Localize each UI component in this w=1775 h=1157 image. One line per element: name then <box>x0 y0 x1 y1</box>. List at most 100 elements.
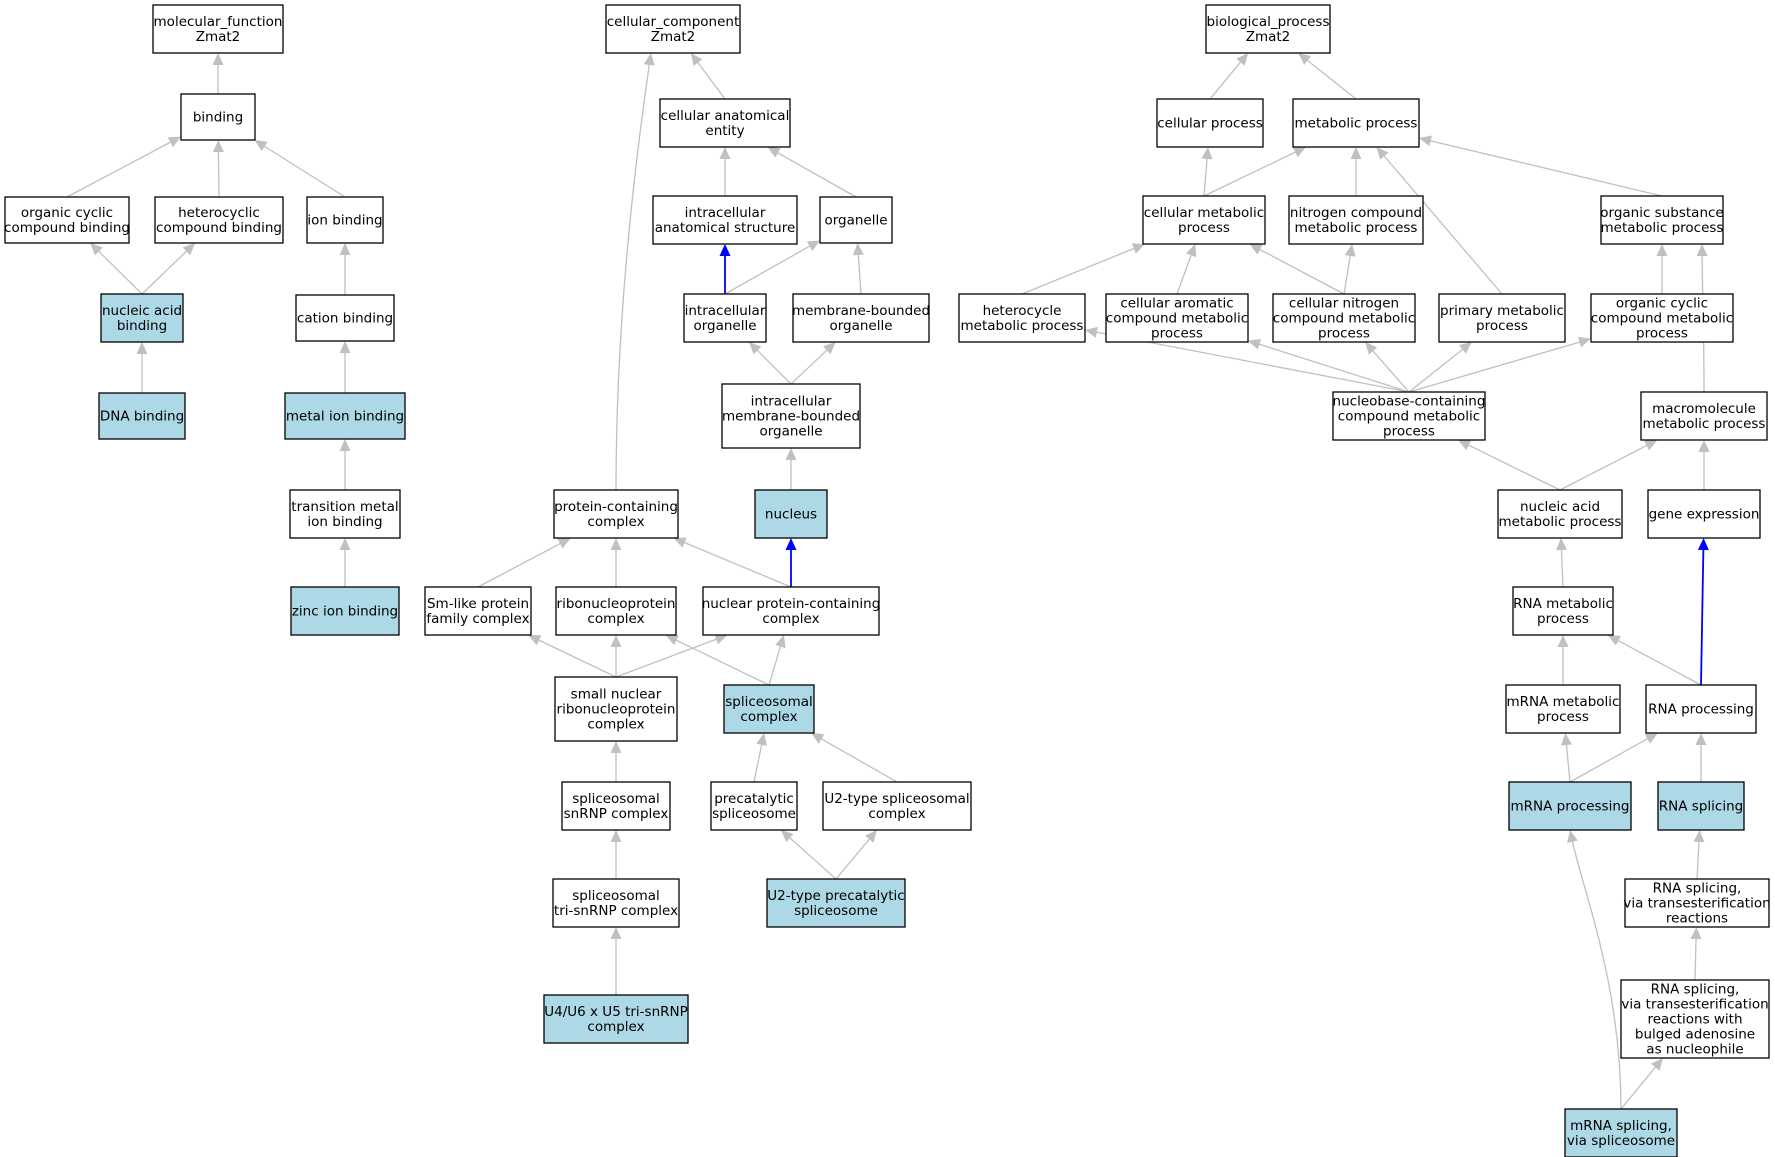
edge-line <box>1408 348 1464 393</box>
term-label-line: anatomical structure <box>655 220 796 236</box>
arrowhead-icon <box>136 342 148 354</box>
edge-rna_spl_bulged-to-rna_spl_trans <box>1690 927 1702 981</box>
arrowhead-icon <box>610 741 622 753</box>
edge-prim_met-to-met_proc <box>1376 147 1503 295</box>
edge-rna_proc-to-rna_met <box>1607 635 1702 686</box>
term-label-line: biological_process <box>1207 14 1330 30</box>
edge-dna_bind-to-nuc_acid_bind <box>136 342 148 393</box>
edge-line <box>1258 343 1410 393</box>
edge-cell_met-to-cell_proc <box>1201 147 1213 197</box>
edge-line <box>1560 548 1564 588</box>
term-label-line: process <box>1178 220 1230 236</box>
term-label-line: metabolic process <box>1295 220 1418 236</box>
edge-line <box>1209 61 1242 100</box>
edge-u2_spl-to-spl_cx <box>811 733 898 783</box>
term-box <box>819 196 893 244</box>
edge-na_met-to-macro_met <box>1559 440 1658 491</box>
edge-line <box>1176 254 1193 295</box>
arrowhead-icon <box>643 53 655 66</box>
term-label-line: nucleic acid <box>102 303 182 319</box>
go-term-nucleus: nucleus <box>754 489 828 539</box>
term-label-line: protein-containing <box>554 499 678 515</box>
go-term-organelle: organelle <box>819 196 893 244</box>
arrowhead-icon <box>719 147 731 159</box>
go-term-zinc: zinc ion binding <box>290 586 400 636</box>
term-label-line: entity <box>705 123 744 139</box>
edge-line <box>1203 157 1208 197</box>
arrowhead-icon <box>1693 830 1705 843</box>
edge-line <box>141 250 188 295</box>
term-box <box>1640 391 1768 441</box>
term-label-line: ion binding <box>307 213 382 229</box>
edge-nuc_acid_bind-to-hetero_bind <box>141 243 196 295</box>
arrowhead-icon <box>1560 733 1572 746</box>
edge-line <box>776 151 857 198</box>
edge-line <box>1467 444 1561 491</box>
term-label-line: spliceosome <box>712 806 796 822</box>
term-label-line: primary metabolic <box>1440 303 1564 319</box>
term-box <box>554 676 678 742</box>
term-label-line: complex <box>740 709 797 725</box>
term-label-line: organelle <box>759 424 822 440</box>
term-label-line: ion binding <box>307 514 382 530</box>
term-label-line: cellular aromatic <box>1120 296 1233 312</box>
term-label-line: RNA splicing <box>1659 799 1743 815</box>
edge-nucbase-to-cell_arom <box>1248 339 1410 393</box>
term-label-line: metabolic process <box>1295 116 1418 132</box>
edge-pcc-to-cc_root <box>615 53 655 491</box>
edge-line <box>756 349 792 385</box>
arrowhead-icon <box>557 538 571 549</box>
term-box <box>1590 293 1734 343</box>
term-label-line: process <box>1636 326 1688 342</box>
term-box <box>306 196 384 244</box>
term-label-line: intracellular <box>751 394 832 410</box>
go-term-gene-exp: gene expression <box>1647 489 1761 539</box>
term-label-line: zinc ion binding <box>292 604 398 620</box>
term-label-line: heterocycle <box>983 303 1062 319</box>
edge-hetero_met-to-cell_met <box>1021 243 1145 295</box>
edge-hetero_bind-to-binding <box>212 140 224 198</box>
term-label-line: U2-type precatalytic <box>767 888 904 904</box>
edge-line <box>1429 139 1663 197</box>
term-box <box>561 781 671 831</box>
edge-u2_precat-to-precat <box>780 830 837 880</box>
term-box <box>552 878 680 928</box>
arrowhead-icon <box>339 538 351 550</box>
edge-mrna_spl-to-mrna_proc <box>1567 830 1622 1110</box>
edge-rna_met-to-na_met <box>1555 538 1567 588</box>
edge-u4u6-to-spl_tri <box>610 927 622 995</box>
term-box <box>1497 489 1623 539</box>
arrowhead-icon <box>806 240 820 252</box>
edge-line <box>477 542 562 588</box>
term-label-line: RNA metabolic <box>1513 596 1613 612</box>
arrowhead-icon <box>1248 339 1262 350</box>
arrowhead-icon <box>673 537 687 548</box>
term-label-line: complex <box>587 514 644 530</box>
edge-line <box>97 250 143 295</box>
term-label-line: complex <box>762 611 819 627</box>
arrowhead-icon <box>1656 244 1668 256</box>
arrowhead-icon <box>719 244 731 256</box>
arrowhead-icon <box>610 830 622 842</box>
arrowhead-icon <box>1350 147 1362 159</box>
edge-line <box>1694 937 1697 981</box>
arrowhead-icon <box>212 53 224 65</box>
arrowhead-icon <box>811 733 825 744</box>
term-label-line: mRNA splicing, <box>1570 1118 1672 1134</box>
arrowhead-icon <box>749 342 762 355</box>
